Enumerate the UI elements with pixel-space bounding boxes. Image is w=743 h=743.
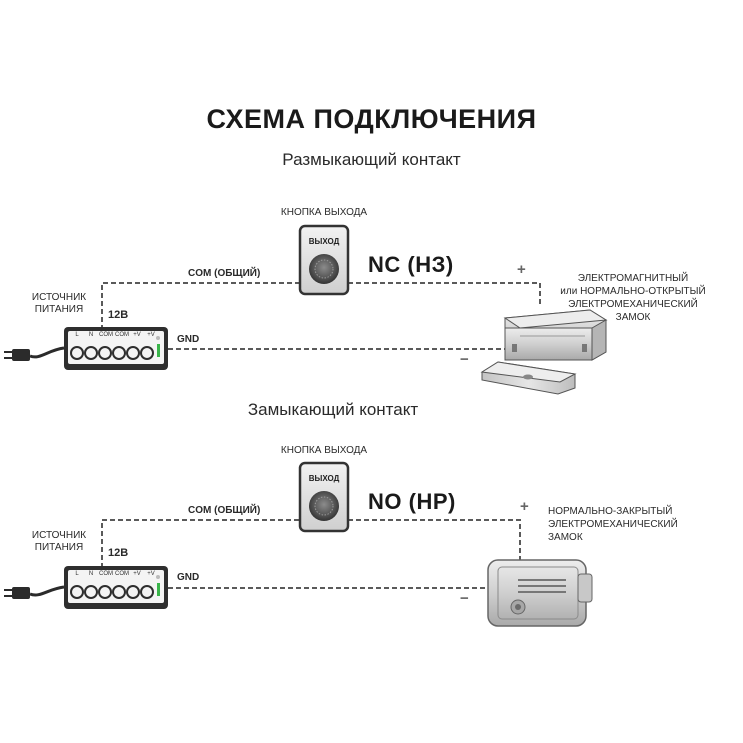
power-source-label-1: ИСТОЧНИК ПИТАНИЯ bbox=[31, 292, 87, 315]
power-supply-1 bbox=[4, 327, 168, 370]
magnetic-lock-1 bbox=[480, 309, 608, 395]
psu-terminal-labels-2: L N COM COM +V +V bbox=[75, 571, 155, 577]
power-source-label-2: ИСТОЧНИК ПИТАНИЯ bbox=[31, 530, 87, 553]
exit-button-2 bbox=[298, 461, 350, 533]
power-cord-2 bbox=[29, 585, 65, 597]
scheme-1-wires bbox=[101, 282, 541, 350]
com-wire-2 bbox=[101, 519, 300, 568]
lock-description-1: ЭЛЕКТРОМАГНИТНЫЙ или НОРМАЛЬНО-ОТКРЫТЫЙ … bbox=[560, 273, 706, 323]
power-cord-1 bbox=[29, 346, 65, 359]
voltage-label-1: 12В bbox=[108, 309, 129, 321]
subtitle-nc: Размыкающий контакт bbox=[282, 150, 461, 169]
exit-button-text-1: ВЫХОД bbox=[308, 237, 340, 246]
voltage-label-2: 12В bbox=[108, 547, 129, 559]
page-title: СХЕМА ПОДКЛЮЧЕНИЯ bbox=[206, 104, 537, 134]
no-wire-2 bbox=[348, 519, 521, 560]
contact-nc-label: NC (НЗ) bbox=[368, 252, 454, 277]
power-supply-2 bbox=[4, 566, 168, 609]
exit-button-label-1: КНОПКА ВЫХОДА bbox=[280, 207, 368, 218]
plus-sign-1: + bbox=[517, 261, 526, 278]
com-wire-1 bbox=[101, 282, 300, 330]
plus-sign-2: + bbox=[520, 498, 529, 515]
exit-button-text-2: ВЫХОД bbox=[308, 474, 340, 483]
gnd-label-1: GND bbox=[177, 334, 200, 345]
exit-button-label-2: КНОПКА ВЫХОДА bbox=[280, 445, 368, 456]
com-label-2: COM (ОБЩИЙ) bbox=[188, 505, 261, 516]
minus-sign-1: − bbox=[460, 351, 469, 368]
gnd-label-2: GND bbox=[177, 572, 200, 583]
subtitle-no: Замыкающий контакт bbox=[247, 400, 419, 419]
psu-terminal-labels-1: L N COM COM +V +V bbox=[75, 332, 155, 338]
minus-sign-2: − bbox=[460, 590, 469, 607]
electromechanical-lock-2 bbox=[487, 559, 593, 627]
lock-description-2: НОРМАЛЬНО-ЗАКРЫТЫЙ ЭЛЕКТРОМЕХАНИЧЕСКИЙ З… bbox=[548, 506, 678, 543]
scheme-2-wires bbox=[101, 519, 521, 589]
exit-button-1 bbox=[298, 224, 350, 296]
com-label-1: COM (ОБЩИЙ) bbox=[188, 268, 261, 279]
contact-no-label: NO (НР) bbox=[368, 489, 456, 514]
nc-wire-1 bbox=[348, 282, 541, 305]
